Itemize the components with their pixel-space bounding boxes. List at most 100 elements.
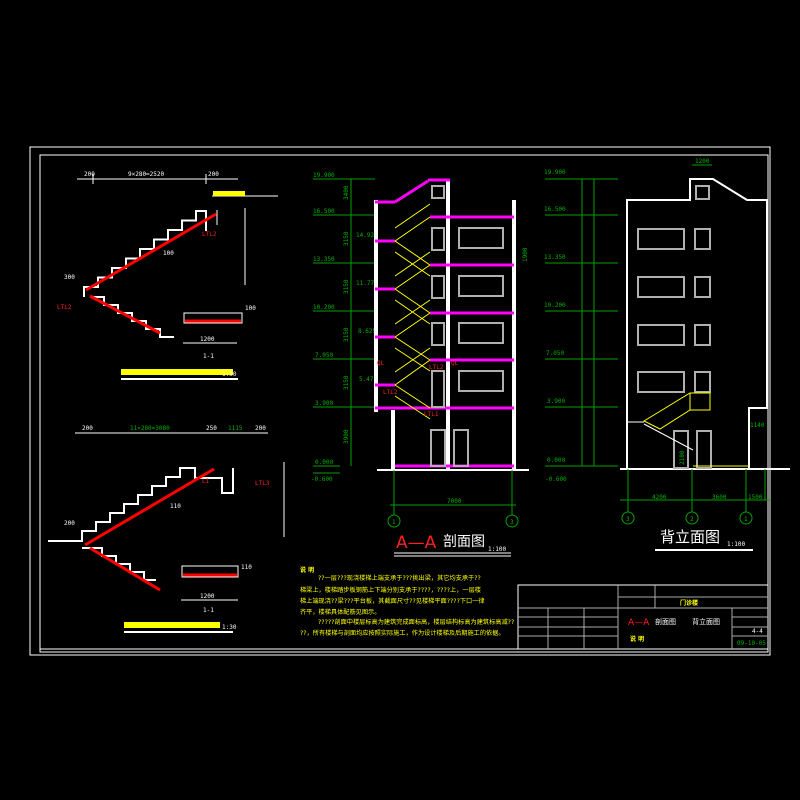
dim-text: 11×280=3080: [130, 425, 170, 432]
svg-text:3150: 3150: [343, 279, 350, 294]
svg-text:13.350: 13.350: [544, 254, 566, 261]
drawing-title-2: 背立面图: [692, 617, 720, 626]
dim-text: 9×280=2520: [128, 171, 165, 178]
note-line: 梯梁上，楼梯踏步板钢筋上下端分别支承于????，????上，一层楼: [300, 586, 481, 594]
svg-text:2100: 2100: [679, 450, 686, 465]
section-label: 1-1: [203, 353, 214, 360]
rebar-line: [89, 294, 161, 335]
dim-text: 1115: [228, 425, 243, 432]
exterior-stair: [642, 392, 711, 430]
svg-text:1200: 1200: [695, 158, 710, 165]
beam-label: LTL2: [57, 304, 72, 311]
dim-text: 200: [84, 171, 95, 178]
dim-text: 200: [82, 425, 93, 432]
svg-text:1140: 1140: [750, 422, 765, 429]
title-block-note: 说 明: [630, 635, 644, 643]
rebar-line: [84, 467, 215, 547]
section-label: 1-1: [203, 607, 214, 614]
svg-text:16.500: 16.500: [544, 206, 566, 213]
svg-text:3600: 3600: [712, 494, 727, 501]
dim-text: 100: [245, 305, 256, 312]
svg-text:3900: 3900: [343, 429, 350, 444]
axis-label: 3: [510, 519, 514, 526]
svg-text:3150: 3150: [343, 327, 350, 342]
beam-label: LTL3: [255, 480, 270, 487]
beam-label: QL: [451, 360, 459, 367]
sheet-number: 4-4: [752, 628, 763, 635]
building-outline: [626, 178, 768, 468]
svg-text:1900: 1900: [522, 247, 529, 262]
dim-text: 200: [208, 171, 219, 178]
stair-flights: [394, 203, 431, 420]
rebar-line: [85, 212, 217, 292]
note-line: 齐平，楼梯具体配筋见图示。: [300, 608, 380, 616]
svg-text:5.475: 5.475: [359, 376, 377, 383]
svg-text:3400: 3400: [343, 185, 350, 200]
stair-steps: [48, 467, 234, 542]
svg-text:7.050: 7.050: [546, 350, 564, 357]
svg-text:8.625: 8.625: [358, 328, 376, 335]
drawing-title: 剖面图: [655, 617, 676, 626]
axis-label: 1: [392, 519, 396, 526]
caption-bar: [121, 369, 233, 375]
dim-text: 250: [206, 425, 217, 432]
project-name: 门诊楼: [680, 599, 698, 607]
caption-scale: 1:30: [222, 371, 237, 378]
dim-text: 100: [163, 250, 174, 257]
beam-label: L1: [202, 478, 210, 485]
svg-text:19.900: 19.900: [544, 169, 566, 176]
beam-label: LTL2: [429, 364, 444, 371]
dim-text: 300: [64, 274, 75, 281]
svg-text:11.775: 11.775: [356, 280, 378, 287]
dim-text: 110: [170, 503, 181, 510]
note-line: 梯上端现浇??梁???平台板，其截面尺寸??见楼梯平面????下口一律: [300, 597, 485, 605]
svg-text:-0.600: -0.600: [545, 476, 567, 483]
beam-label: LTL1: [424, 411, 439, 418]
windows: [637, 185, 712, 469]
section-title-prefix: A—A: [396, 533, 437, 553]
design-notes: 说 明 ??一层???现浇楼梯上端支承于???挑出梁，其它均支承于?? 梯梁上，…: [300, 566, 514, 637]
axis-label: 1: [744, 516, 748, 523]
svg-text:3.900: 3.900: [315, 400, 333, 407]
dim-text: 200: [64, 520, 75, 527]
level-markers: 19.900 16.500 13.350 10.200 7.050 3.900 …: [311, 172, 529, 483]
axis-label: 2: [690, 516, 694, 523]
beam-label: LTL2: [383, 389, 398, 396]
level-tag: [213, 191, 245, 196]
beam-label: LTL2: [202, 231, 217, 238]
notes-heading: 说 明: [300, 566, 314, 574]
svg-text:3150: 3150: [343, 231, 350, 246]
svg-text:3.900: 3.900: [547, 398, 565, 405]
drawing-title-prefix: A—A: [628, 618, 650, 628]
svg-text:19.900: 19.900: [313, 172, 335, 179]
svg-text:16.500: 16.500: [313, 208, 335, 215]
svg-text:10.200: 10.200: [544, 302, 566, 309]
stair-detail-1: 200 9×280=2520 200 LTL2 LTL2 300 100 100…: [57, 171, 278, 380]
section-scale: 1:100: [488, 546, 506, 553]
svg-text:4200: 4200: [652, 494, 667, 501]
elevation-title: 背立面图: [660, 528, 720, 546]
stair-detail-2: 200 11×280=3080 250 1115 200 LTL3 L1 110…: [48, 425, 285, 633]
caption-bar: [124, 622, 220, 628]
svg-text:3150: 3150: [343, 375, 350, 390]
axis-label: 3: [626, 516, 630, 523]
caption-scale: 1:30: [222, 624, 237, 631]
section-title: 剖面图: [443, 534, 485, 550]
outer-frame: [29, 146, 771, 656]
dim-text: 200: [255, 425, 266, 432]
level-markers: 19.900 16.500 13.350 10.200 7.050 3.900 …: [544, 169, 618, 483]
section-a-a: 19.900 16.500 13.350 10.200 7.050 3.900 …: [311, 172, 529, 557]
slab-section: [183, 312, 243, 324]
svg-text:14.925: 14.925: [356, 232, 378, 239]
note-line: ?????剖面中楼层标高为建筑完成面标高，楼层结构标高为建筑标高减??: [318, 618, 514, 626]
rear-elevation: 19.900 16.500 13.350 10.200 7.050 3.900 …: [544, 158, 790, 551]
dim-text: 110: [241, 564, 252, 571]
svg-text:0.000: 0.000: [547, 457, 565, 464]
svg-text:0.000: 0.000: [315, 459, 333, 466]
note-line: ??，所有楼梯与剖面均应按照实际施工，作为设计楼梯及后期施工的依据。: [300, 629, 505, 637]
stair-steps-lower: [82, 547, 156, 581]
dim-text: 1200: [200, 336, 215, 343]
svg-text:1500: 1500: [748, 494, 763, 501]
dim-text: 1200: [200, 593, 215, 600]
svg-text:-0.600: -0.600: [311, 476, 333, 483]
